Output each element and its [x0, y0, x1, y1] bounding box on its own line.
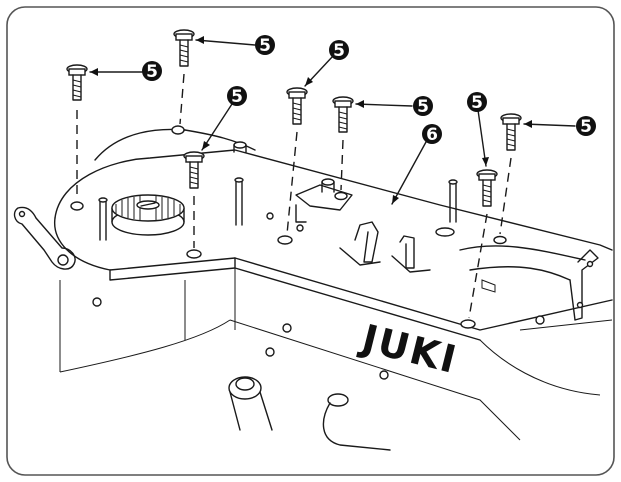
- callout-badge-a: 5: [142, 61, 162, 82]
- screw-g: [499, 113, 522, 235]
- callout-badge-g: 5: [576, 116, 596, 137]
- svg-text:6: 6: [426, 125, 438, 145]
- screw-c: [183, 151, 205, 248]
- thread-take-ups: [339, 221, 431, 273]
- screw-holes: [70, 125, 545, 380]
- top-cover: [54, 128, 613, 441]
- callout-badge-f: 5: [467, 92, 487, 113]
- side-lever: [13, 206, 76, 270]
- screw-b: [173, 29, 195, 125]
- svg-text:5: 5: [146, 62, 158, 82]
- screw-e: [332, 96, 354, 191]
- callout-badge-cover: 6: [422, 124, 442, 145]
- thread-guides: [98, 141, 458, 241]
- svg-text:5: 5: [231, 87, 243, 107]
- callout-badge-d: 5: [329, 40, 349, 61]
- bed-features: [228, 376, 391, 451]
- screw-f: [468, 169, 498, 319]
- screw-d: [286, 87, 308, 235]
- svg-text:5: 5: [471, 93, 483, 113]
- callout-badge-b: 5: [255, 35, 275, 56]
- callout-badge-e: 5: [413, 96, 433, 117]
- svg-text:5: 5: [580, 117, 592, 137]
- figure-frame: [6, 6, 615, 476]
- callout-leaders: [89, 36, 576, 205]
- svg-text:5: 5: [259, 36, 271, 56]
- svg-text:5: 5: [417, 97, 429, 117]
- svg-text:5: 5: [333, 41, 345, 61]
- tension-bracket: [266, 178, 353, 232]
- tension-knob: [111, 194, 185, 236]
- callout-badge-c: 5: [227, 86, 247, 107]
- screw-a: [66, 64, 88, 198]
- screws: [66, 29, 522, 319]
- thread-bracket: [459, 245, 599, 321]
